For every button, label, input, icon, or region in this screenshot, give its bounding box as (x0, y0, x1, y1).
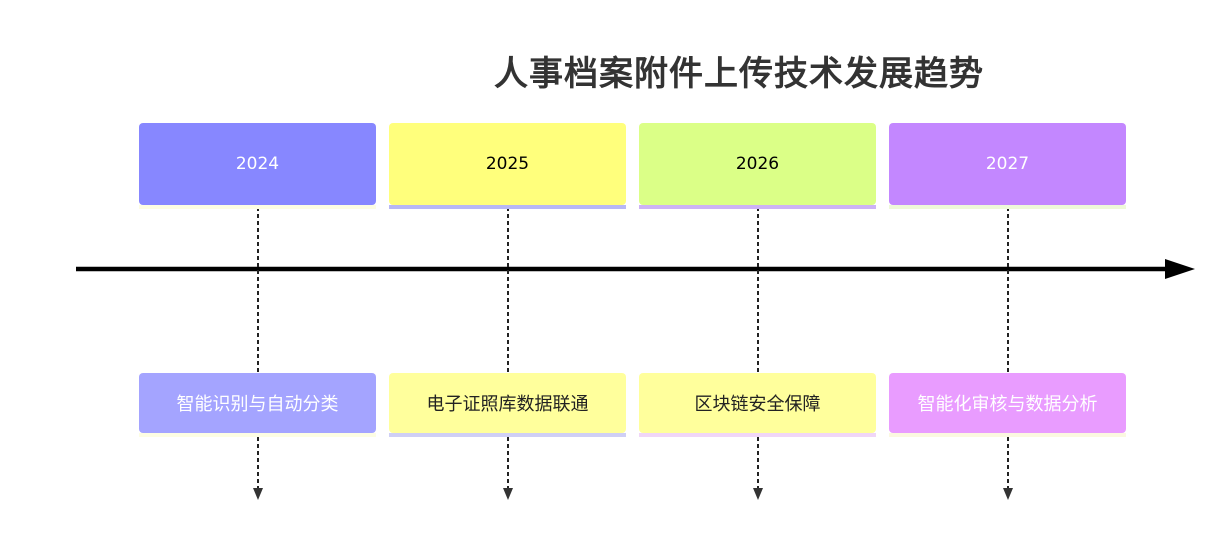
period-header-2024: 2024 (139, 123, 376, 205)
timeline-axis-arrowhead-icon (1165, 259, 1195, 279)
event-label: 智能化审核与数据分析 (917, 394, 1098, 415)
event-label: 区块链安全保障 (694, 394, 821, 415)
period-header-2025: 2025 (389, 123, 626, 205)
event-box-underline (639, 433, 876, 437)
period-header-underline (139, 205, 376, 209)
event-box: 区块链安全保障 (639, 373, 876, 433)
period-header-underline (389, 205, 626, 209)
down-arrow-icon (1003, 488, 1013, 500)
event-box-underline (889, 433, 1126, 437)
event-label: 电子证照库数据联通 (426, 394, 589, 415)
event-box-underline (139, 433, 376, 437)
period-label: 2027 (985, 154, 1030, 174)
event-box: 电子证照库数据联通 (389, 373, 626, 433)
period-label: 2024 (235, 154, 280, 174)
period-header-underline (639, 205, 876, 209)
period-header-2026: 2026 (639, 123, 876, 205)
event-box: 智能识别与自动分类 (139, 373, 376, 433)
diagram-title: 人事档案附件上传技术发展趋势 (494, 54, 984, 94)
period-header-underline (889, 205, 1126, 209)
down-arrow-icon (253, 488, 263, 500)
down-arrow-icon (503, 488, 513, 500)
period-label: 2025 (485, 154, 530, 174)
event-box-underline (389, 433, 626, 437)
event-box: 智能化审核与数据分析 (889, 373, 1126, 433)
event-label: 智能识别与自动分类 (176, 394, 339, 415)
period-label: 2026 (735, 154, 780, 174)
down-arrow-icon (753, 488, 763, 500)
period-header-2027: 2027 (889, 123, 1126, 205)
